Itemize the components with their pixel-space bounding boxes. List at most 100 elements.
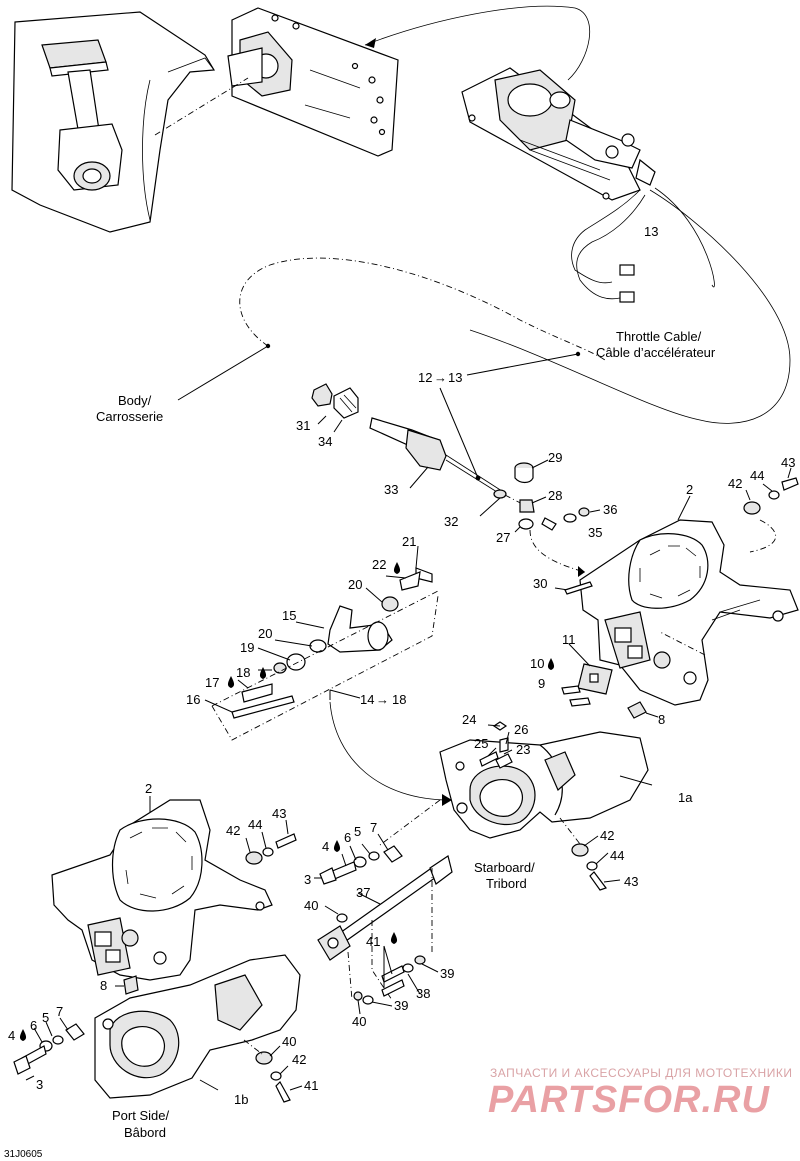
callout-7-left: 7 — [56, 1004, 63, 1019]
callout-20: 20 — [348, 577, 362, 592]
port-label-en: Port Side/ — [112, 1108, 169, 1123]
callout-2-left: 2 — [145, 781, 152, 796]
callout-42-left: 42 — [226, 823, 240, 838]
callout-14: 14 — [360, 692, 374, 707]
callout-32: 32 — [444, 514, 458, 529]
watermark: ЗАПЧАСТИ И АКСЕССУАРЫ ДЛЯ МОТОТЕХНИКИ PA… — [488, 1066, 792, 1121]
callout-43-right: 43 — [781, 455, 795, 470]
starboard-label-en: Starboard/ — [474, 860, 535, 875]
callout-8-right: 8 — [658, 712, 665, 727]
callout-21: 21 — [402, 534, 416, 549]
center-shaft — [317, 855, 453, 961]
callout-33: 33 — [384, 482, 398, 497]
callout-29: 29 — [548, 450, 562, 465]
throttle-cable-label-fr: Câble d’accélérateur — [596, 345, 716, 360]
callout-7-mid: 7 — [370, 820, 377, 835]
cable-clamp-plate — [561, 663, 613, 707]
callout-44-left: 44 — [248, 817, 262, 832]
callout-42-port: 42 — [292, 1052, 306, 1067]
callout-13b: 13 — [448, 370, 462, 385]
callout-13: 13 — [644, 224, 658, 239]
callout-35: 35 — [588, 525, 602, 540]
callout-4-left: 4 — [8, 1028, 15, 1043]
left-mounting-bracket — [51, 799, 273, 981]
hardware-port — [255, 1051, 291, 1103]
callout-arrow-12-13: → — [434, 370, 447, 385]
watermark-tagline: ЗАПЧАСТИ И АКСЕССУАРЫ ДЛЯ МОТОТЕХНИКИ — [490, 1066, 792, 1080]
port-label-fr: Bâbord — [124, 1125, 166, 1140]
callout-39-a: 39 — [440, 966, 454, 981]
callout-3-left: 3 — [36, 1077, 43, 1092]
drawing-code: 31J0605 — [4, 1149, 43, 1160]
callout-41: 41 — [366, 934, 380, 949]
callout-8-left: 8 — [100, 978, 107, 993]
bracket-hardware-small — [514, 462, 590, 531]
callout-18: 18 — [236, 665, 250, 680]
hardware-center-lower — [353, 955, 426, 1005]
body-label-fr: Carrosserie — [96, 409, 163, 424]
callout-24: 24 — [462, 712, 476, 727]
port-lever-handle — [94, 954, 301, 1099]
callout-44-right: 44 — [750, 468, 764, 483]
starboard-label-fr: Tribord — [486, 876, 527, 891]
callout-43-left: 43 — [272, 806, 286, 821]
hardware-starboard — [571, 843, 607, 891]
watermark-brand: PARTSFOR.RU — [488, 1079, 770, 1121]
body-label-en: Body/ — [118, 393, 152, 408]
callout-38: 38 — [416, 986, 430, 1001]
starboard-lever-handle — [439, 721, 649, 839]
callout-15: 15 — [282, 608, 296, 623]
callout-26: 26 — [514, 722, 528, 737]
callout-27: 27 — [496, 530, 510, 545]
hardware-left-lower — [13, 1023, 85, 1075]
callout-43-starboard: 43 — [624, 874, 638, 889]
callout-3-mid: 3 — [304, 872, 311, 887]
lever-mounting-plate — [227, 7, 399, 157]
callout-17: 17 — [205, 675, 219, 690]
callout-9: 9 — [538, 676, 545, 691]
callout-19: 19 — [240, 640, 254, 655]
callout-37: 37 — [356, 885, 370, 900]
cable-end-fittings — [311, 383, 531, 509]
callout-arrow-14-18: → — [376, 692, 389, 707]
callout-18b: 18 — [392, 692, 406, 707]
throttle-cable-label-en: Throttle Cable/ — [616, 329, 702, 344]
hardware-left-upper — [245, 833, 297, 865]
callout-16: 16 — [186, 692, 200, 707]
callout-12: 12 — [418, 370, 432, 385]
throttle-housing — [461, 67, 791, 424]
callout-44-starboard: 44 — [610, 848, 624, 863]
callout-42-right: 42 — [728, 476, 742, 491]
callout-11: 11 — [562, 632, 576, 647]
callout-34: 34 — [318, 434, 332, 449]
callout-4-mid: 4 — [322, 839, 329, 854]
callout-42-starboard: 42 — [600, 828, 614, 843]
hardware-center-bolt — [319, 845, 403, 885]
callout-41-port: 41 — [304, 1078, 318, 1093]
right-mounting-bracket — [579, 519, 799, 706]
callout-6-left: 6 — [30, 1018, 37, 1033]
callout-5-mid: 5 — [354, 824, 361, 839]
console-lever-assembly — [11, 11, 216, 233]
callout-5-left: 5 — [42, 1010, 49, 1025]
callout-28: 28 — [548, 488, 562, 503]
callout-40-port: 40 — [282, 1034, 296, 1049]
callout-40-b: 40 — [352, 1014, 366, 1029]
callout-20b: 20 — [258, 626, 272, 641]
callout-6-mid: 6 — [344, 830, 351, 845]
callout-2-right: 2 — [686, 482, 693, 497]
callout-30: 30 — [533, 576, 547, 591]
callout-40-top: 40 — [304, 898, 318, 913]
callout-1b: 1b — [234, 1092, 248, 1107]
callout-31: 31 — [296, 418, 310, 433]
callout-25: 25 — [474, 736, 488, 751]
callout-36: 36 — [603, 502, 617, 517]
callout-1a: 1a — [678, 790, 693, 805]
callout-39-b: 39 — [394, 998, 408, 1013]
callout-10: 10 — [530, 656, 544, 671]
sealant-drop-icons — [19, 562, 555, 1041]
callout-22: 22 — [372, 557, 386, 572]
hardware-upper-right — [743, 477, 799, 515]
callout-23: 23 — [516, 742, 530, 757]
